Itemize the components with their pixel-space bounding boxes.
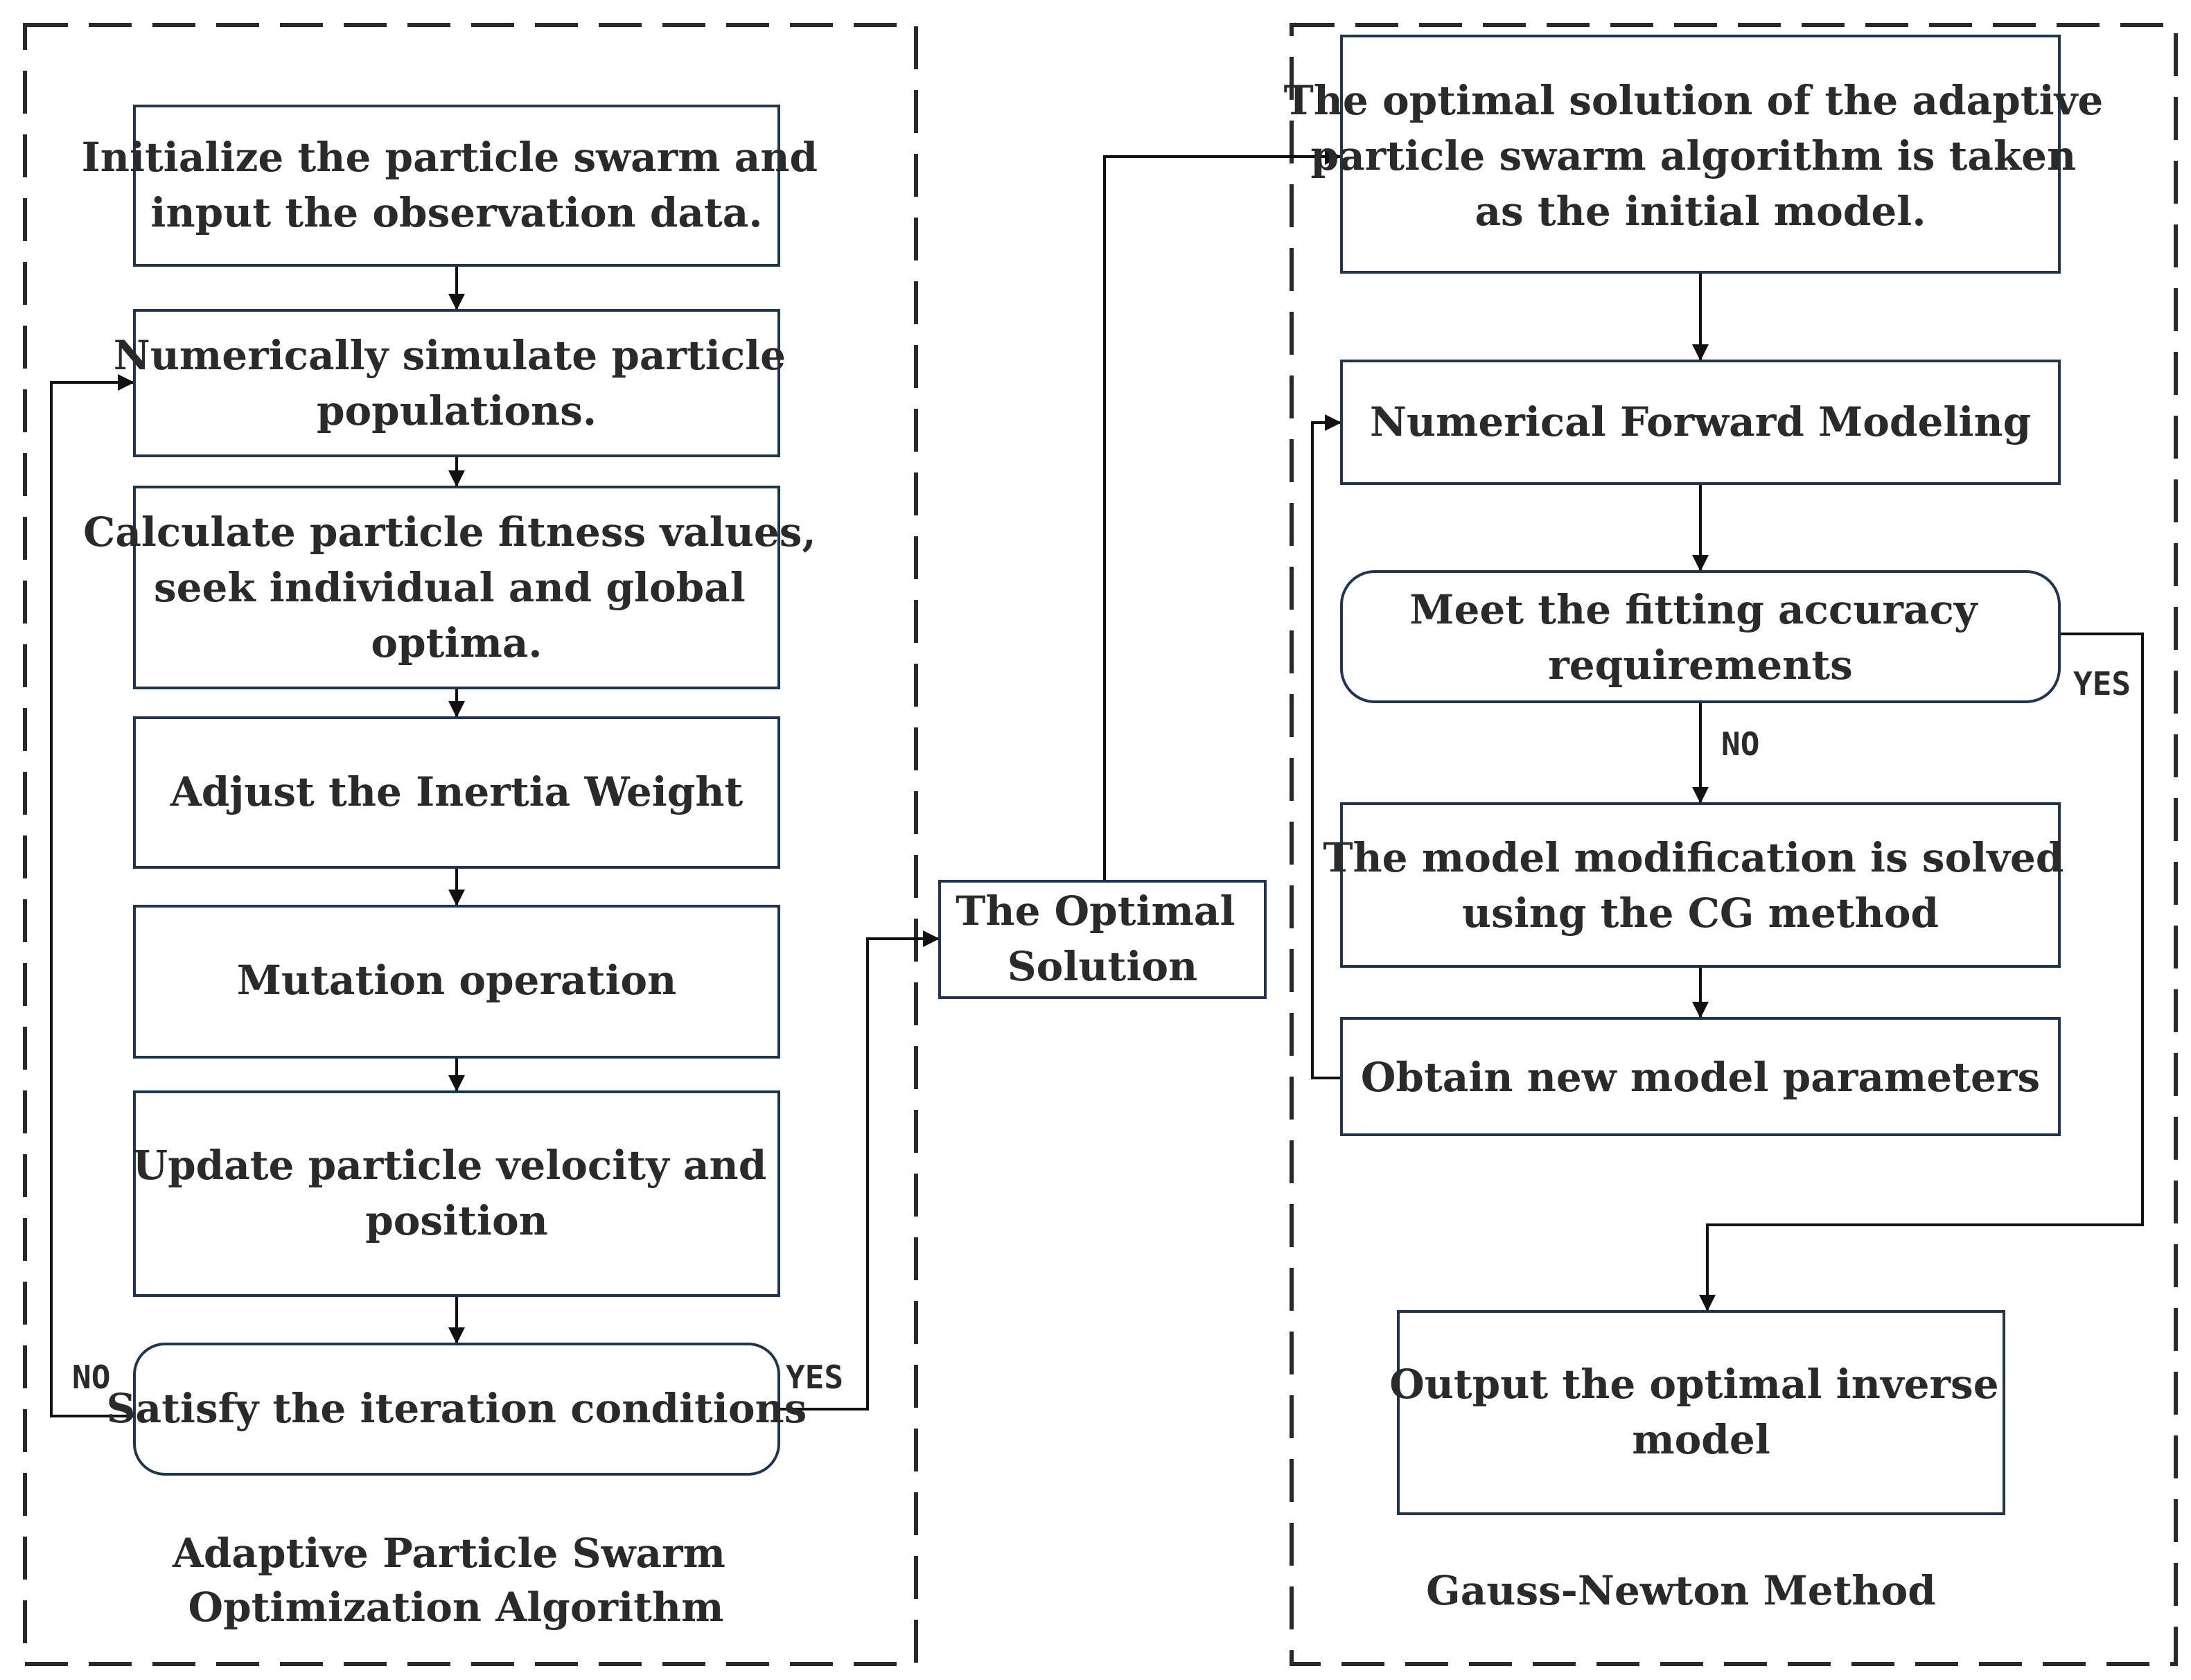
group-gauss-newton-container <box>1290 23 2178 1666</box>
node-mutation: Mutation operation <box>133 905 780 1059</box>
node-forward-modeling: Numerical Forward Modeling <box>1340 360 2061 485</box>
group-apso-title: Adaptive Particle Swarm Optimization Alg… <box>172 1530 739 1631</box>
node-satisfy-decision: Satisfy the iteration conditions <box>107 1343 807 1476</box>
edge-satisfy-no-loop <box>50 374 134 1417</box>
node-output: Output the optimal inverse model <box>1389 1310 2013 1515</box>
edge-new-params-loop <box>1311 414 1341 1079</box>
node-optimal-label: The Optimal Solution <box>956 887 1249 990</box>
edge-satisfy-yes-to-optimal <box>779 930 940 1411</box>
node-mutation-label: Mutation operation <box>237 957 677 1004</box>
edge-accuracy-yes-to-output <box>1699 633 2144 1311</box>
node-accuracy-decision: Meet the fitting accuracy requirements <box>1340 570 2061 703</box>
edge-label-accuracy-yes: YES <box>2073 665 2131 702</box>
node-new-params: Obtain new model parameters <box>1340 1017 2061 1136</box>
node-fitness: Calculate particle fitness values, seek … <box>83 486 830 689</box>
group-gauss-newton-title: Gauss-Newton Method <box>1426 1567 1936 1614</box>
node-init-swarm: Initialize the particle swarm and input … <box>82 105 832 267</box>
node-fitness-label: Calculate particle fitness values, seek … <box>83 509 830 666</box>
edge-label-satisfy-no: NO <box>72 1359 110 1396</box>
node-initial-model-label: The optimal solution of the adaptive par… <box>1284 77 2118 235</box>
edge-label-accuracy-no: NO <box>1721 725 1759 763</box>
node-output-label: Output the optimal inverse model <box>1389 1361 2013 1463</box>
node-inertia-label: Adjust the Inertia Weight <box>170 768 743 815</box>
node-cg-label: The model modification is solved using t… <box>1323 834 2077 937</box>
node-simulate-label: Numerically simulate particle population… <box>114 332 800 434</box>
node-inertia: Adjust the Inertia Weight <box>133 716 780 869</box>
node-new-params-label: Obtain new model parameters <box>1361 1054 2040 1101</box>
node-init-swarm-label: Initialize the particle swarm and input … <box>82 134 832 236</box>
node-update-label: Update particle velocity and position <box>133 1142 781 1244</box>
group-apso-container <box>23 23 918 1666</box>
node-accuracy-label: Meet the fitting accuracy requirements <box>1409 586 1991 689</box>
node-simulate: Numerically simulate particle population… <box>114 309 800 457</box>
node-forward-label: Numerical Forward Modeling <box>1370 398 2031 445</box>
node-cg-method: The model modification is solved using t… <box>1323 802 2077 968</box>
node-optimal-solution: The Optimal Solution <box>938 880 1267 999</box>
node-satisfy-label: Satisfy the iteration conditions <box>107 1385 807 1432</box>
node-initial-model: The optimal solution of the adaptive par… <box>1284 35 2118 274</box>
edge-label-satisfy-yes: YES <box>786 1359 843 1396</box>
node-update: Update particle velocity and position <box>133 1090 781 1297</box>
edge-optimal-to-initial-model <box>1103 148 1341 881</box>
